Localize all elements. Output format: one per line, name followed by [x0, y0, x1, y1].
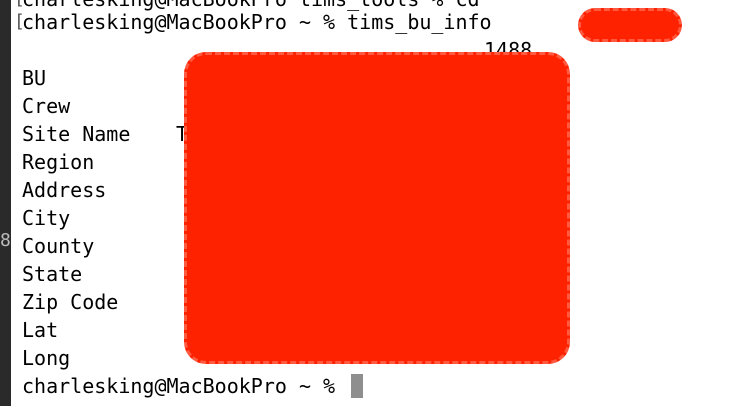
row-label: Zip Code — [22, 290, 119, 314]
row-label: Crew — [22, 94, 71, 118]
output-row-region: Region — [22, 148, 94, 176]
prompt-text: charlesking@MacBookPro ~ % — [22, 374, 348, 398]
row-label: City — [22, 206, 71, 230]
output-row-lat: Lat — [22, 316, 58, 344]
prompt-line[interactable]: charlesking@MacBookPro ~ % — [22, 372, 364, 400]
output-row-zip-code: Zip Code — [22, 288, 118, 316]
redaction-overlay-argument — [578, 8, 682, 42]
row-label: Lat — [22, 318, 59, 342]
output-row-city: City — [22, 204, 70, 232]
line-bracket: [ — [14, 11, 25, 32]
row-label: Address — [22, 178, 107, 202]
row-label: Region — [22, 150, 95, 174]
row-label: County — [22, 234, 95, 258]
output-row-long: Long — [22, 344, 70, 372]
command-line: charlesking@MacBookPro ~ % tims_bu_info — [22, 10, 492, 34]
output-row-county: County — [22, 232, 94, 260]
output-row-address: Address — [22, 176, 106, 204]
window-left-edge — [0, 0, 11, 406]
row-label: Site Name — [22, 122, 131, 146]
output-row-state: State — [22, 260, 82, 288]
row-label: BU — [22, 66, 47, 90]
previous-command-line: charlesking@MacBookPro tims_tools % cd — [22, 0, 480, 13]
output-row-site-name: Site Name — [22, 120, 130, 148]
row-label: Long — [22, 346, 71, 370]
edge-glyph: 8 — [0, 230, 11, 251]
output-row-crew: Crew — [22, 92, 70, 120]
text-cursor — [351, 374, 364, 398]
output-row-bu: BU — [22, 64, 46, 92]
redaction-overlay-values — [184, 52, 570, 364]
line-bracket: [ — [14, 0, 25, 13]
row-label: State — [22, 262, 83, 286]
